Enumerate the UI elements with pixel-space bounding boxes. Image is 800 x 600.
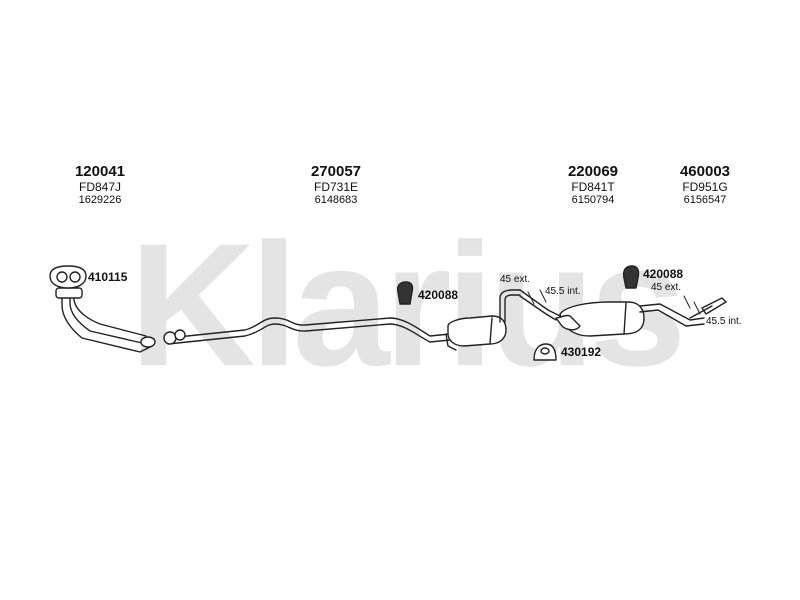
hanger-label: 420088	[643, 267, 684, 281]
clamp-icon	[533, 343, 557, 361]
part-code: FD841T	[571, 180, 615, 194]
dimension-label: 45.5 int.	[706, 316, 742, 327]
clamp-label: 430192	[561, 345, 602, 359]
front-pipe	[55, 287, 156, 353]
hanger-icon	[622, 265, 640, 289]
oem-number: 1629226	[78, 194, 122, 206]
oem-number: 6150794	[571, 194, 615, 206]
rear-section	[519, 289, 705, 337]
part-4-header: 460003 FD951G 6156547	[660, 163, 750, 206]
dimension-label: 45.5 int.	[545, 286, 581, 297]
part-number: 460003	[679, 163, 731, 180]
part-number: 270057	[310, 163, 362, 180]
oem-number: 6156547	[683, 194, 727, 206]
hanger-icon	[396, 281, 414, 305]
tailpipe	[689, 297, 727, 319]
part-number: 120041	[74, 163, 126, 180]
oem-number: 6148683	[314, 194, 358, 206]
part-code: FD951G	[682, 180, 728, 194]
dimension-label: 45 ext.	[651, 282, 682, 293]
part-code: FD731E	[313, 180, 359, 194]
dimension-marks	[527, 289, 701, 315]
part-2-header: 270057 FD731E 6148683	[286, 163, 386, 206]
part-number: 220069	[567, 163, 619, 180]
part-3-header: 220069 FD841T 6150794	[548, 163, 638, 206]
hanger-label: 420088	[418, 288, 459, 302]
gasket-label: 410115	[88, 270, 128, 284]
gasket-flange-icon	[49, 265, 87, 289]
part-1-header: 120041 FD847J 1629226	[55, 163, 145, 206]
dimension-label: 45 ext.	[500, 274, 531, 285]
part-code: FD847J	[78, 180, 122, 194]
middle-pipe	[163, 289, 521, 351]
